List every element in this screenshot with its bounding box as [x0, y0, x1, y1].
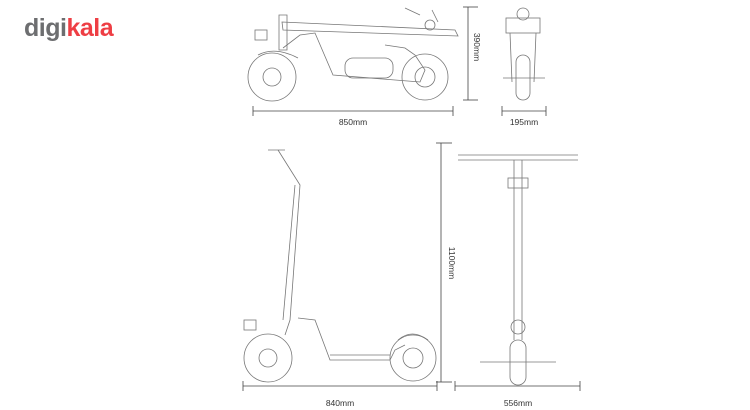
folded-front-view	[503, 7, 545, 101]
label-unfolded-length: 840mm	[326, 398, 354, 408]
unfolded-side-view	[243, 149, 437, 383]
folded-side-view	[247, 7, 459, 102]
label-folded-width: 195mm	[510, 117, 538, 127]
label-folded-height: 390mm	[472, 33, 482, 61]
digikala-logo: digikala	[24, 14, 114, 42]
label-folded-length: 850mm	[339, 117, 367, 127]
label-unfolded-height: 1100mm	[447, 247, 457, 279]
unfolded-front-view	[458, 154, 578, 386]
label-unfolded-width: 556mm	[504, 398, 532, 408]
